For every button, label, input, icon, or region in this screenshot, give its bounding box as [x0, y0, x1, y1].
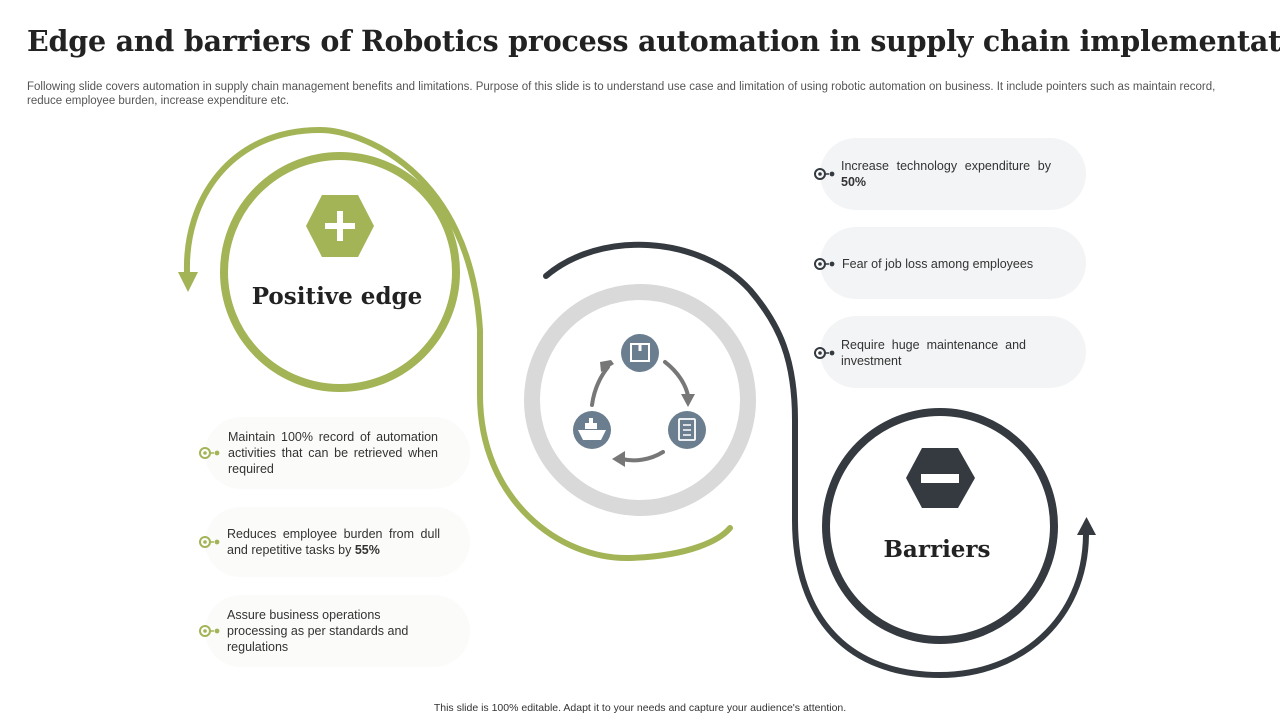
barrier-item-3-pill	[820, 316, 1086, 388]
barrier-item-2-bullet-icon	[814, 258, 835, 270]
barrier-item-1-text: Increase technology expenditure by 50%	[841, 159, 1051, 189]
minus-icon	[921, 474, 959, 483]
barriers-label: Barriers	[883, 536, 991, 563]
plus-icon	[325, 211, 355, 241]
barrier-item-1-pill	[820, 138, 1086, 210]
barriers-circle	[822, 408, 1058, 644]
barrier-item-2-text: Fear of job loss among employees	[842, 257, 1034, 271]
cycle-arrows	[590, 360, 690, 463]
center-ring	[524, 284, 756, 516]
positive-item-1-pill	[205, 417, 470, 489]
positive-item-3-pill	[205, 595, 470, 667]
barrier-item-2-pill	[820, 227, 1086, 299]
positive-arrow-head-icon	[178, 272, 198, 292]
checklist-icon	[668, 411, 706, 449]
barrier-item-1-bullet-icon	[814, 168, 835, 180]
barriers-top-arc	[543, 241, 1089, 679]
positive-connector	[477, 327, 733, 562]
page-title: Edge and barriers of Robotics process au…	[27, 24, 1280, 58]
ship-icon	[573, 411, 611, 449]
positive-outer-arc	[183, 126, 483, 333]
positive-item-2-bullet-icon	[199, 536, 220, 548]
page-subtitle: Following slide covers automation in sup…	[27, 81, 1216, 107]
positive-item-3-text: Assure business operations processing as…	[227, 608, 409, 654]
positive-item-1-bullet-icon	[199, 447, 220, 459]
positive-item-2-text: Reduces employee burden from dull and re…	[227, 527, 440, 557]
footer-note: This slide is 100% editable. Adapt it to…	[433, 702, 847, 714]
positive-item-1-text: Maintain 100% record of automation activ…	[228, 430, 438, 476]
barrier-item-3-bullet-icon	[814, 347, 835, 359]
positive-item-2-pill	[205, 507, 470, 577]
barrier-item-3-text: Require huge maintenance and investment	[841, 338, 1026, 368]
positive-item-3-bullet-icon	[199, 625, 220, 637]
positive-edge-label: Positive edge	[251, 283, 423, 310]
cycle-arrow-heads	[600, 360, 695, 467]
positive-circle	[220, 152, 460, 392]
barriers-arrow-head-icon	[1077, 517, 1096, 535]
package-icon	[621, 334, 659, 372]
